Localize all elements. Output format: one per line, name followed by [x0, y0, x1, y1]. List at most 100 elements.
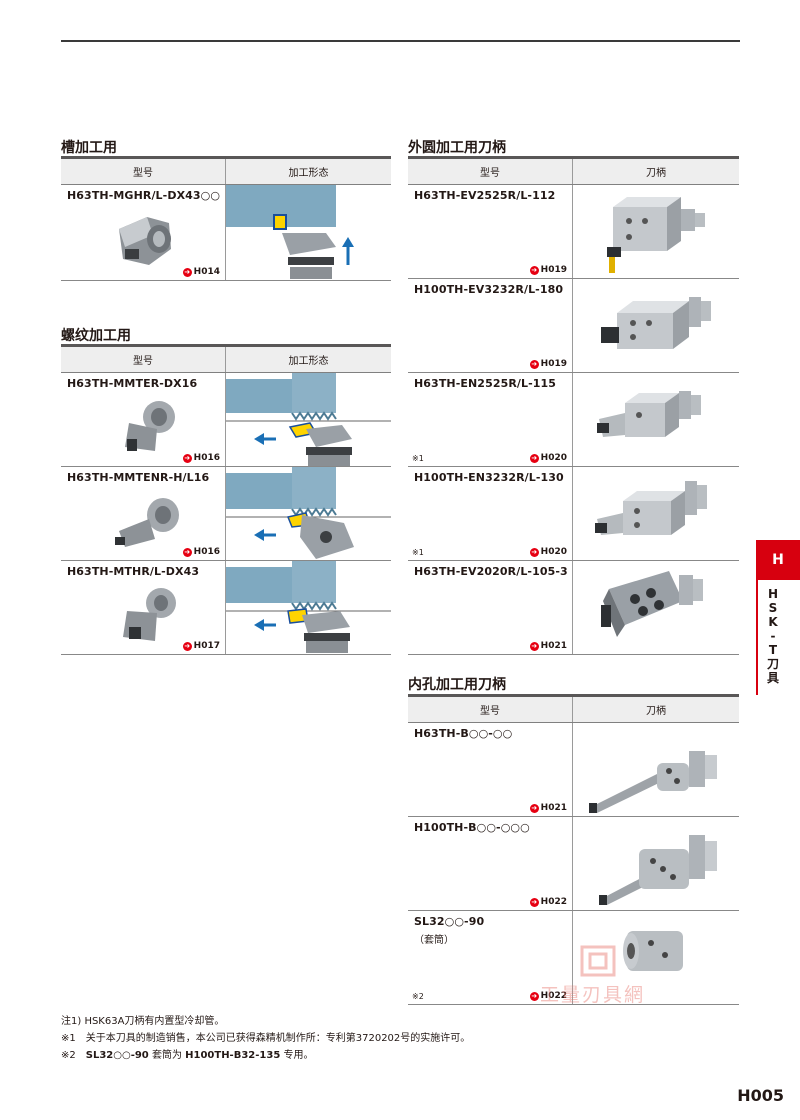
model-code: H63TH-MMTER-DX16 [67, 377, 198, 390]
table-row: H100TH-EN3232R/L-130 ※1 ➜H020 [408, 467, 739, 561]
table-row: H63TH-EV2525R/L-112 ➜H019 [408, 185, 739, 279]
arrow-right-icon: ➜ [529, 265, 539, 275]
inner-table: 型号 刀柄 H63TH-B○○-○○ ➜H021 H100TH-B○○-○○○ … [408, 694, 739, 1005]
arrow-right-icon: ➜ [182, 267, 192, 277]
groove-table-header: 型号 加工形态 [61, 159, 391, 185]
model-cell: H63TH-MMTER-DX16 ➜H016 [61, 373, 226, 466]
outer-section-title: 外圆加工用刀柄 [408, 140, 506, 156]
holder-image [601, 297, 711, 349]
thread-table-header: 型号 加工形态 [61, 347, 391, 373]
page-number: H005 [737, 1086, 784, 1105]
model-cell: H63TH-B○○-○○ ➜H021 [408, 723, 573, 816]
sleeve-image [623, 931, 683, 971]
outer-table-header: 型号 刀柄 [408, 159, 739, 185]
form-cell [226, 185, 391, 280]
groove-section-title: 槽加工用 [61, 140, 117, 156]
page-reference[interactable]: ➜H021 [529, 641, 567, 651]
form-cell [226, 373, 391, 466]
arrow-right-icon: ➜ [529, 991, 539, 1001]
footnotes: 注1) HSK63A刀柄有内置型冷却管。 ※1 关于本刀具的制造销售，本公司已获… [61, 1013, 470, 1064]
table-row: H63TH-MGHR/L-DX43○○ ➜H014 [61, 185, 391, 281]
note-mark: ※2 [412, 992, 424, 1001]
holder-image [607, 197, 705, 273]
table-row: H100TH-EV3232R/L-180 ➜H019 [408, 279, 739, 373]
col-holder: 刀柄 [646, 168, 666, 179]
top-rule [61, 40, 740, 42]
groove-table: 型号 加工形态 H63TH-MGHR/L-DX43○○ ➜H014 [61, 156, 391, 281]
holder-cell [573, 911, 739, 1004]
table-row: H63TH-MMTER-DX16 ➜H016 [61, 373, 391, 467]
table-row: H100TH-B○○-○○○ ➜H022 [408, 817, 739, 911]
arrow-right-icon: ➜ [182, 547, 192, 557]
note-mark: ※1 [412, 548, 424, 557]
model-cell: H63TH-EN2525R/L-115 ※1 ➜H020 [408, 373, 573, 466]
side-accent-bar [756, 540, 758, 695]
model-code: SL32○○-90 [414, 915, 485, 928]
form-cell [226, 561, 391, 654]
arrow-right-icon: ➜ [182, 641, 192, 651]
note-mark: ※1 [412, 454, 424, 463]
model-cell: H63TH-EV2020R/L-105-3 ➜H021 [408, 561, 573, 654]
page-reference[interactable]: ➜H019 [529, 359, 567, 369]
model-cell: H100TH-EV3232R/L-180 ➜H019 [408, 279, 573, 372]
boring-holder-image [589, 751, 717, 813]
model-code: H63TH-MMTENR-H/L16 [67, 471, 210, 484]
model-code: H100TH-B○○-○○○ [414, 821, 530, 834]
page-reference[interactable]: ➜H020 [529, 453, 567, 463]
arrow-right-icon: ➜ [529, 453, 539, 463]
table-row: H63TH-EV2020R/L-105-3 ➜H021 [408, 561, 739, 655]
holder-image [601, 571, 703, 637]
page-reference[interactable]: ➜H014 [182, 267, 220, 277]
model-code: H100TH-EV3232R/L-180 [414, 283, 564, 296]
model-cell: H63TH-MTHR/L-DX43 ➜H017 [61, 561, 226, 654]
model-code: H63TH-EV2525R/L-112 [414, 189, 556, 202]
page-reference[interactable]: ➜H017 [182, 641, 220, 651]
page-reference[interactable]: ➜H022 [529, 897, 567, 907]
arrow-right-icon: ➜ [182, 453, 192, 463]
model-code: H63TH-B○○-○○ [414, 727, 513, 740]
holder-cell [573, 817, 739, 910]
table-row: H63TH-MTHR/L-DX43 ➜H017 [61, 561, 391, 655]
holder-cell [573, 185, 739, 278]
model-code: H63TH-EV2020R/L-105-3 [414, 565, 568, 578]
arrow-right-icon: ➜ [529, 641, 539, 651]
table-row: SL32○○-90 （套筒） ※2 ➜H022 [408, 911, 739, 1005]
page-reference[interactable]: ➜H020 [529, 547, 567, 557]
thread-holder-image [123, 588, 176, 641]
thread-internal-diagram [226, 561, 391, 653]
footnote-3: ※2 SL32○○-90 套筒为 H100TH-B32-135 专用。 [61, 1050, 314, 1061]
section-tab[interactable]: H [756, 540, 800, 580]
watermark-text: 工量刃具網 [540, 984, 646, 1006]
col-model: 型号 [61, 159, 226, 184]
holder-cell [573, 373, 739, 466]
holder-cell [573, 561, 739, 654]
model-code: H63TH-MTHR/L-DX43 [67, 565, 200, 578]
holder-cell [573, 279, 739, 372]
page-reference[interactable]: ➜H022 [529, 991, 567, 1001]
thread-section-title: 螺纹加工用 [61, 328, 131, 344]
col-model: 型号 [408, 697, 573, 722]
page-reference[interactable]: ➜H016 [182, 547, 220, 557]
boring-holder-image [599, 835, 717, 905]
table-row: H63TH-EN2525R/L-115 ※1 ➜H020 [408, 373, 739, 467]
thread-table: 型号 加工形态 H63TH-MMTER-DX16 ➜H016 [61, 344, 391, 655]
model-cell: H63TH-MGHR/L-DX43○○ ➜H014 [61, 185, 226, 280]
table-row: H63TH-B○○-○○ ➜H021 [408, 723, 739, 817]
watermark-logo [580, 945, 616, 977]
form-cell [226, 467, 391, 560]
page-reference[interactable]: ➜H016 [182, 453, 220, 463]
model-code: H100TH-EN3232R/L-130 [414, 471, 564, 484]
inner-table-header: 型号 刀柄 [408, 697, 739, 723]
model-subtitle: （套筒） [414, 935, 454, 946]
thread-external-diagram [226, 467, 391, 559]
col-form: 加工形态 [288, 168, 329, 179]
arrow-right-icon: ➜ [529, 897, 539, 907]
page-reference[interactable]: ➜H019 [529, 265, 567, 275]
page-reference[interactable]: ➜H021 [529, 803, 567, 813]
holder-image [597, 391, 701, 437]
model-cell: H100TH-EN3232R/L-130 ※1 ➜H020 [408, 467, 573, 560]
col-model: 型号 [61, 347, 226, 372]
arrow-right-icon: ➜ [529, 547, 539, 557]
table-row: H63TH-MMTENR-H/L16 ➜H016 [61, 467, 391, 561]
